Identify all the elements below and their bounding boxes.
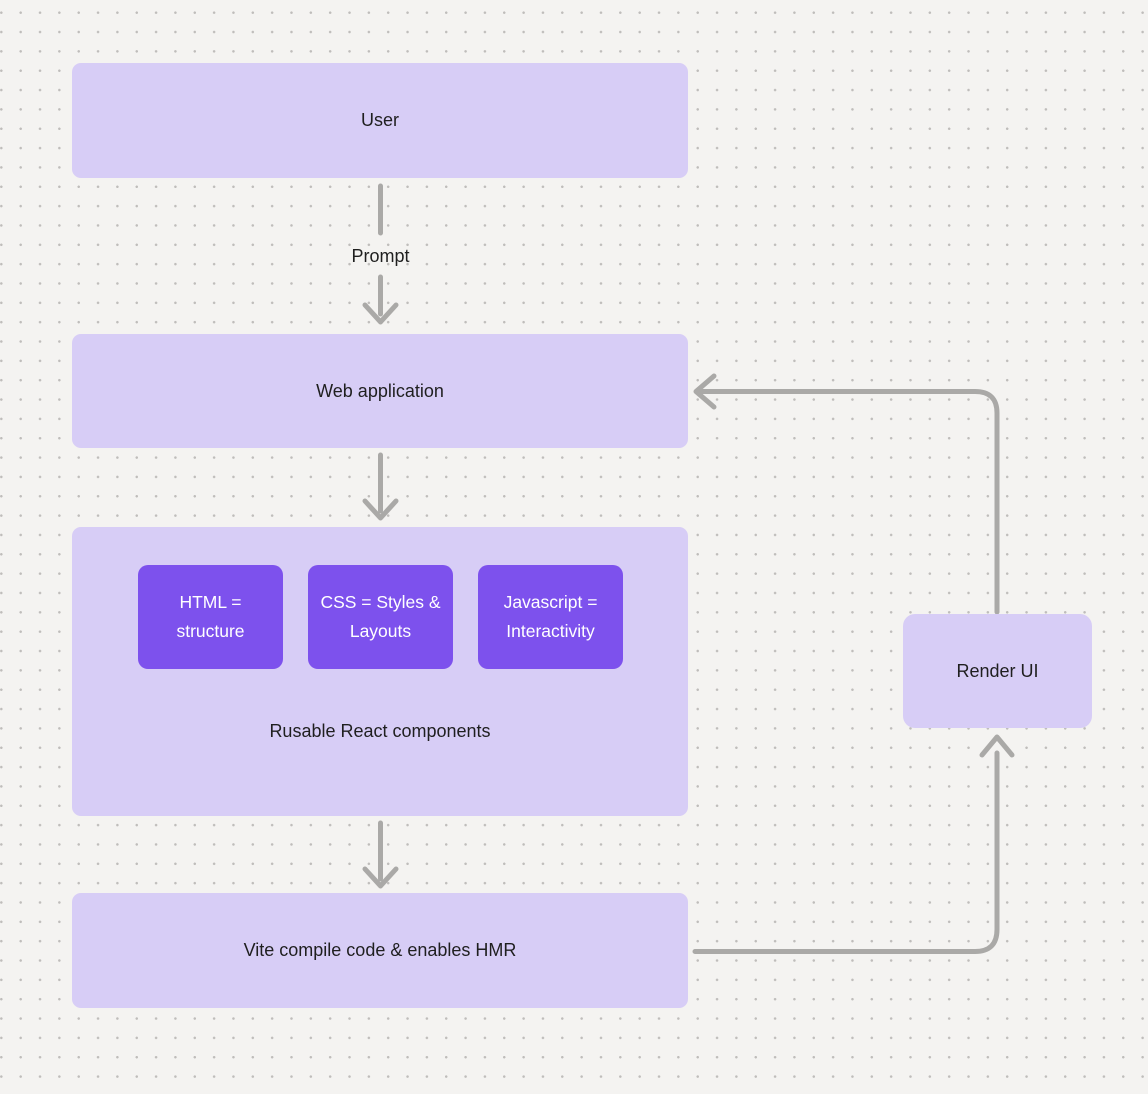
arrow-down-icon [362, 866, 399, 889]
node-web-application[interactable]: Web application [72, 334, 688, 448]
node-html[interactable]: HTML = structure [138, 565, 283, 669]
arrow-down-icon [362, 302, 399, 325]
node-css-label: CSS = Styles & Layouts [320, 592, 441, 641]
node-web-application-label: Web application [316, 380, 444, 401]
node-user[interactable]: User [72, 63, 688, 178]
arrow-up-icon [979, 734, 1015, 758]
arrow-elbow [698, 389, 1000, 615]
node-css[interactable]: CSS = Styles & Layouts [308, 565, 453, 669]
node-vite[interactable]: Vite compile code & enables HMR [72, 893, 688, 1008]
edge-components-to-vite [362, 820, 399, 889]
edge-label-prompt: Prompt [351, 246, 410, 266]
edge-vite-to-renderui [692, 734, 1015, 954]
node-javascript[interactable]: Javascript = Interactivity [478, 565, 623, 669]
node-user-label: User [360, 110, 399, 130]
edge-renderui-to-webapp [693, 373, 1000, 615]
node-render-ui-label: Render UI [956, 660, 1039, 681]
node-javascript-label: Javascript = Interactivity [503, 592, 598, 641]
node-vite-label: Vite compile code & enables HMR [243, 940, 517, 960]
components-group-caption: Rusable React components [269, 721, 491, 741]
arrow-left-icon [693, 373, 717, 410]
node-render-ui[interactable]: Render UI [903, 614, 1092, 728]
edge-webapp-to-components [362, 452, 399, 521]
arrow-elbow [692, 750, 1000, 954]
node-html-label: HTML = structure [176, 592, 245, 641]
node-components-group[interactable]: HTML = structure CSS = Styles & Layouts … [72, 527, 688, 816]
arrow-down-icon [362, 498, 399, 521]
